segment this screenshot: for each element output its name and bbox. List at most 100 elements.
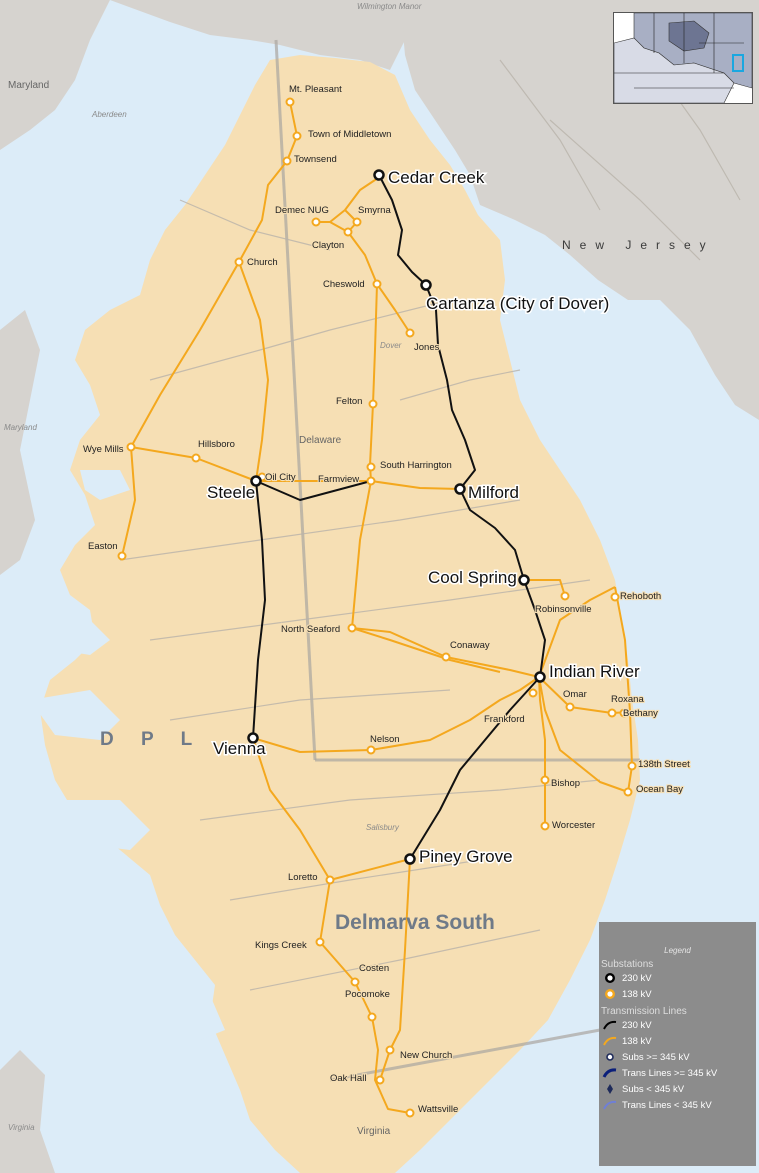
label-farmview: Farmview xyxy=(318,474,359,485)
label-church: Church xyxy=(247,257,278,268)
label-townsend: Townsend xyxy=(294,154,337,165)
substation-farmview[interactable] xyxy=(366,476,376,486)
substation-church[interactable] xyxy=(234,257,244,267)
substation-oak-hall[interactable] xyxy=(375,1075,385,1085)
label-costen: Costen xyxy=(359,963,389,974)
substation-cheswold[interactable] xyxy=(372,279,382,289)
substation-cool-spring[interactable] xyxy=(518,574,530,586)
label-piney-grove: Piney Grove xyxy=(419,847,513,866)
label-ocean-bay: Ocean Bay xyxy=(636,784,683,795)
legend-lines-header: Transmission Lines xyxy=(601,1006,687,1017)
substation-loretto[interactable] xyxy=(325,875,335,885)
new-jersey-land xyxy=(400,0,759,420)
substation-smyrna[interactable] xyxy=(352,217,362,227)
label-nelson: Nelson xyxy=(370,734,400,745)
label-cartanza: Cartanza (City of Dover) xyxy=(426,294,609,313)
substation-townsend[interactable] xyxy=(282,156,292,166)
label-frankford: Frankford xyxy=(484,714,525,725)
substation-conaway[interactable] xyxy=(441,652,451,662)
substation-robinsonville[interactable] xyxy=(560,591,570,601)
substation-felton[interactable] xyxy=(368,399,378,409)
label-conaway: Conaway xyxy=(450,640,490,651)
legend-trans-345-label: Trans Lines >= 345 kV xyxy=(622,1067,718,1079)
label-bishop: Bishop xyxy=(551,778,580,789)
legend-trans-lt-345-label: Trans Lines < 345 kV xyxy=(622,1099,712,1111)
substation-easton[interactable] xyxy=(117,551,127,561)
legend-subs-345-label: Subs >= 345 kV xyxy=(622,1051,690,1063)
substations-138kv: Mt. Pleasant Town of Middletown Townsend… xyxy=(82,83,691,1118)
label-mt-pleasant: Mt. Pleasant xyxy=(289,84,342,95)
label-easton: Easton xyxy=(88,541,118,552)
substation-rehoboth[interactable] xyxy=(610,592,620,602)
substation-cartanza[interactable] xyxy=(420,279,432,291)
substation-ocean-bay[interactable] xyxy=(623,787,633,797)
label-cheswold: Cheswold xyxy=(323,279,365,290)
substation-138th-street[interactable] xyxy=(627,761,637,771)
substation-frankford[interactable] xyxy=(528,688,538,698)
substations-230kv: Cedar Creek Cartanza (City of Dover) Mil… xyxy=(206,167,642,868)
label-salisbury: Salisbury xyxy=(366,823,400,832)
label-felton: Felton xyxy=(336,396,362,407)
label-oil-city: Oil City xyxy=(265,472,296,483)
substation-pocomoke[interactable] xyxy=(367,1012,377,1022)
label-virginia: Virginia xyxy=(357,1126,391,1137)
substation-north-seaford[interactable] xyxy=(347,623,357,633)
substation-costen[interactable] xyxy=(350,977,360,987)
substation-hillsboro[interactable] xyxy=(191,453,201,463)
subs-345-icon xyxy=(601,1050,619,1064)
legend-line-138: 138 kV xyxy=(601,1033,756,1049)
substation-mt-pleasant[interactable] xyxy=(285,97,295,107)
substation-wattsville[interactable] xyxy=(405,1108,415,1118)
substation-south-harrington[interactable] xyxy=(366,462,376,472)
line-138-icon xyxy=(601,1034,619,1048)
substation-bethany[interactable] xyxy=(619,708,629,718)
map-legend: Legend Substations 230 kV 138 kV Transmi… xyxy=(599,922,756,1166)
label-maryland-top: Maryland xyxy=(8,80,49,91)
substation-roxana[interactable] xyxy=(607,708,617,718)
label-rehoboth: Rehoboth xyxy=(620,591,661,602)
maryland-west-land-2 xyxy=(0,310,40,575)
substation-demec[interactable] xyxy=(311,217,321,227)
substation-clayton[interactable] xyxy=(343,227,353,237)
label-south-harrington: South Harrington xyxy=(380,460,452,471)
label-middletown: Town of Middletown xyxy=(308,129,391,140)
substation-worcester[interactable] xyxy=(540,821,550,831)
substation-indian-river[interactable] xyxy=(534,671,546,683)
substation-cedar-creek[interactable] xyxy=(373,169,385,181)
label-loretto: Loretto xyxy=(288,872,318,883)
legend-subs-lt-345: Subs < 345 kV xyxy=(601,1081,756,1097)
label-pocomoke: Pocomoke xyxy=(345,989,390,1000)
sub-230-icon xyxy=(601,971,619,985)
bay-inlet xyxy=(30,470,225,1040)
substation-vienna[interactable] xyxy=(247,732,259,744)
legend-substations-header: Substations xyxy=(601,959,654,970)
substation-piney-grove[interactable] xyxy=(404,853,416,865)
legend-trans-345: Trans Lines >= 345 kV xyxy=(601,1065,756,1081)
label-robinsonville: Robinsonville xyxy=(535,604,592,615)
substation-new-church[interactable] xyxy=(385,1045,395,1055)
region-new-jersey: New Jersey xyxy=(562,238,715,252)
legend-sub-138-label: 138 kV xyxy=(622,988,652,1000)
label-kings-creek: Kings Creek xyxy=(255,940,307,951)
substation-wye-mills[interactable] xyxy=(126,442,136,452)
substation-middletown[interactable] xyxy=(292,131,302,141)
legend-subs-lt-345-label: Subs < 345 kV xyxy=(622,1083,685,1095)
label-aberdeen: Aberdeen xyxy=(91,110,127,119)
substation-jones[interactable] xyxy=(405,328,415,338)
substation-milford[interactable] xyxy=(454,483,466,495)
legend-sub-138: 138 kV xyxy=(601,986,756,1002)
legend-sub-230-label: 230 kV xyxy=(622,972,652,984)
label-worcester: Worcester xyxy=(552,820,595,831)
substation-bishop[interactable] xyxy=(540,775,550,785)
label-vienna: Vienna xyxy=(213,739,266,758)
inset-region-dark xyxy=(668,20,710,52)
overview-inset-map[interactable] xyxy=(613,12,753,104)
label-dover: Dover xyxy=(380,341,402,350)
substation-steele[interactable] xyxy=(250,475,262,487)
substation-nelson[interactable] xyxy=(366,745,376,755)
label-maryland-mid: Maryland xyxy=(4,423,37,432)
substation-omar[interactable] xyxy=(565,702,575,712)
background-lines xyxy=(119,59,741,991)
substation-kings-creek[interactable] xyxy=(315,937,325,947)
